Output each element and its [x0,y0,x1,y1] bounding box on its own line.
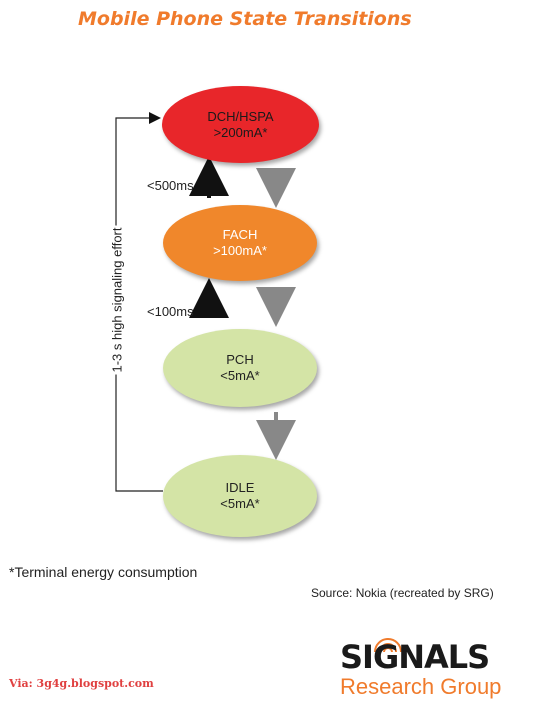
diagram-title: Mobile Phone State Transitions [78,8,412,30]
state-power: <5mA* [220,368,260,383]
brand-subtitle: Research Group [340,674,502,699]
footnote: *Terminal energy consumption [9,564,198,580]
state-idle: IDLE <5mA* [163,455,317,537]
pch-to-fach-label: <100ms [147,304,194,319]
state-power: >100mA* [213,243,267,258]
idle-to-dch-label: 1-3 s high signaling effort [109,225,125,375]
signal-waves-icon [374,638,402,653]
brand-name: SIGNALS [340,638,490,676]
fach-to-dch-label: <500ms [147,178,194,193]
state-power: <5mA* [220,496,260,511]
state-power: >200mA* [213,124,268,140]
state-dch-hspa: DCH/HSPA >200mA* [162,86,319,163]
state-name: FACH [222,227,258,242]
via-link[interactable]: Via: 3g4g.blogspot.com [9,677,154,690]
state-name: DCH/HSPA [207,108,274,124]
state-name: PCH [226,352,254,367]
state-pch: PCH <5mA* [163,329,317,407]
brand-logo: SIGNALS Research Group [340,640,501,700]
state-name: IDLE [225,480,255,495]
source-note: Source: Nokia (recreated by SRG) [311,586,494,600]
state-fach: FACH >100mA* [163,205,317,281]
